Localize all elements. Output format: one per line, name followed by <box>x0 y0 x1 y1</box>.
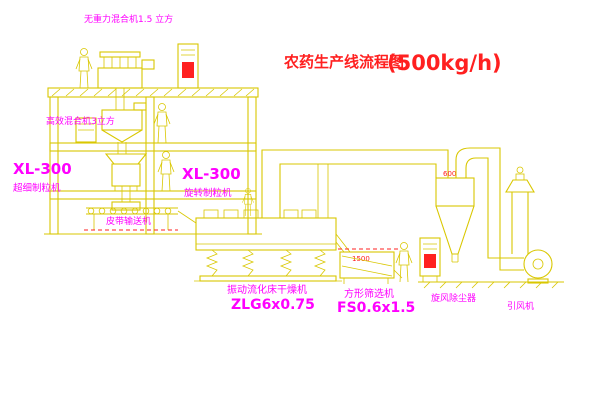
label-granulator-left-name: 超细制粒机 <box>13 182 61 194</box>
dryer-inspection-doors <box>203 209 317 219</box>
mixer2-discharge-pipe <box>117 142 127 154</box>
worker-figure-floor2 <box>153 103 171 144</box>
label-efficient-mixer: 高效混合机3立方 <box>46 115 115 127</box>
label-dryer-name: 振动流化床干燥机 <box>227 283 307 296</box>
floor-slab-lower <box>49 190 257 200</box>
worker-figure-roof <box>75 48 93 89</box>
floor-slab-upper <box>49 142 257 152</box>
conveyor-rollers <box>87 207 172 215</box>
sieve-screens <box>341 255 393 277</box>
fine-granulator-machine <box>75 117 97 143</box>
control-panel-right <box>419 237 441 282</box>
efficient-mixer-machine <box>101 102 147 154</box>
column-right <box>247 96 257 235</box>
gravity-mixer-machine <box>97 51 155 110</box>
cyclone-outlet-duct <box>455 147 524 271</box>
title-capacity: (500kg/h) <box>387 51 502 75</box>
square-sieve-machine: 1500 <box>338 248 403 284</box>
vent-cap <box>505 179 535 193</box>
sieve-dimension: 1500 <box>352 255 370 263</box>
conveyor-outlet-chute <box>177 210 197 224</box>
mixer-discharge-pipe <box>115 88 125 110</box>
panel-screen <box>182 62 194 78</box>
label-cyclone: 旋风除尘器 <box>431 292 476 304</box>
ground-line-right <box>418 281 564 289</box>
cyclone-dimension: 600 <box>443 170 456 178</box>
worker-figure-floor3 <box>157 151 175 192</box>
label-belt-conveyor: 皮带输送机 <box>106 215 151 227</box>
exhaust-stack-ventilator <box>505 166 535 254</box>
label-sieve-name: 方形筛选机 <box>344 287 394 300</box>
receiver-hopper <box>111 201 141 211</box>
granulator-discharge-pipe <box>121 186 131 202</box>
fluid-bed-dryer-machine <box>194 209 351 282</box>
mixer2-motor <box>133 102 147 111</box>
conveyor-legs <box>93 214 169 230</box>
label-sieve-model: FS0.6x1.5 <box>337 300 415 316</box>
rotary-granulator-machine <box>104 153 148 202</box>
panel-screen-right <box>424 254 436 268</box>
panel-legs <box>422 276 438 282</box>
label-granulator-left-model: XL-300 <box>13 160 72 178</box>
dryer-springs <box>205 249 327 277</box>
beam-hatch <box>51 88 255 97</box>
sieve-legs <box>343 278 389 284</box>
label-granulator-center-model: XL-300 <box>182 165 241 183</box>
dryer-base <box>199 275 337 282</box>
page-title: 农药生产线流程图 <box>283 53 404 71</box>
induced-draft-fan <box>523 249 553 284</box>
worker-figure-sieve <box>395 242 413 283</box>
cyclone-separator: 600 <box>435 170 475 263</box>
label-dryer-model: ZLG6x0.75 <box>231 297 315 313</box>
control-panel-top <box>177 43 199 89</box>
worker-figure-dryer <box>242 188 254 217</box>
mixer-motor <box>141 59 155 70</box>
label-gravity-mixer: 无重力混合机1.5 立方 <box>84 13 173 25</box>
cyclone-dipleg <box>451 254 459 263</box>
label-fan: 引风机 <box>507 300 534 312</box>
label-granulator-center-name: 旋转制粒机 <box>184 187 232 199</box>
fan-base <box>527 278 549 284</box>
dryer-riser-duct <box>317 164 329 218</box>
exhaust-duct-main <box>261 149 449 218</box>
building-frame <box>44 87 262 235</box>
belt-conveyor-machine <box>84 207 197 231</box>
